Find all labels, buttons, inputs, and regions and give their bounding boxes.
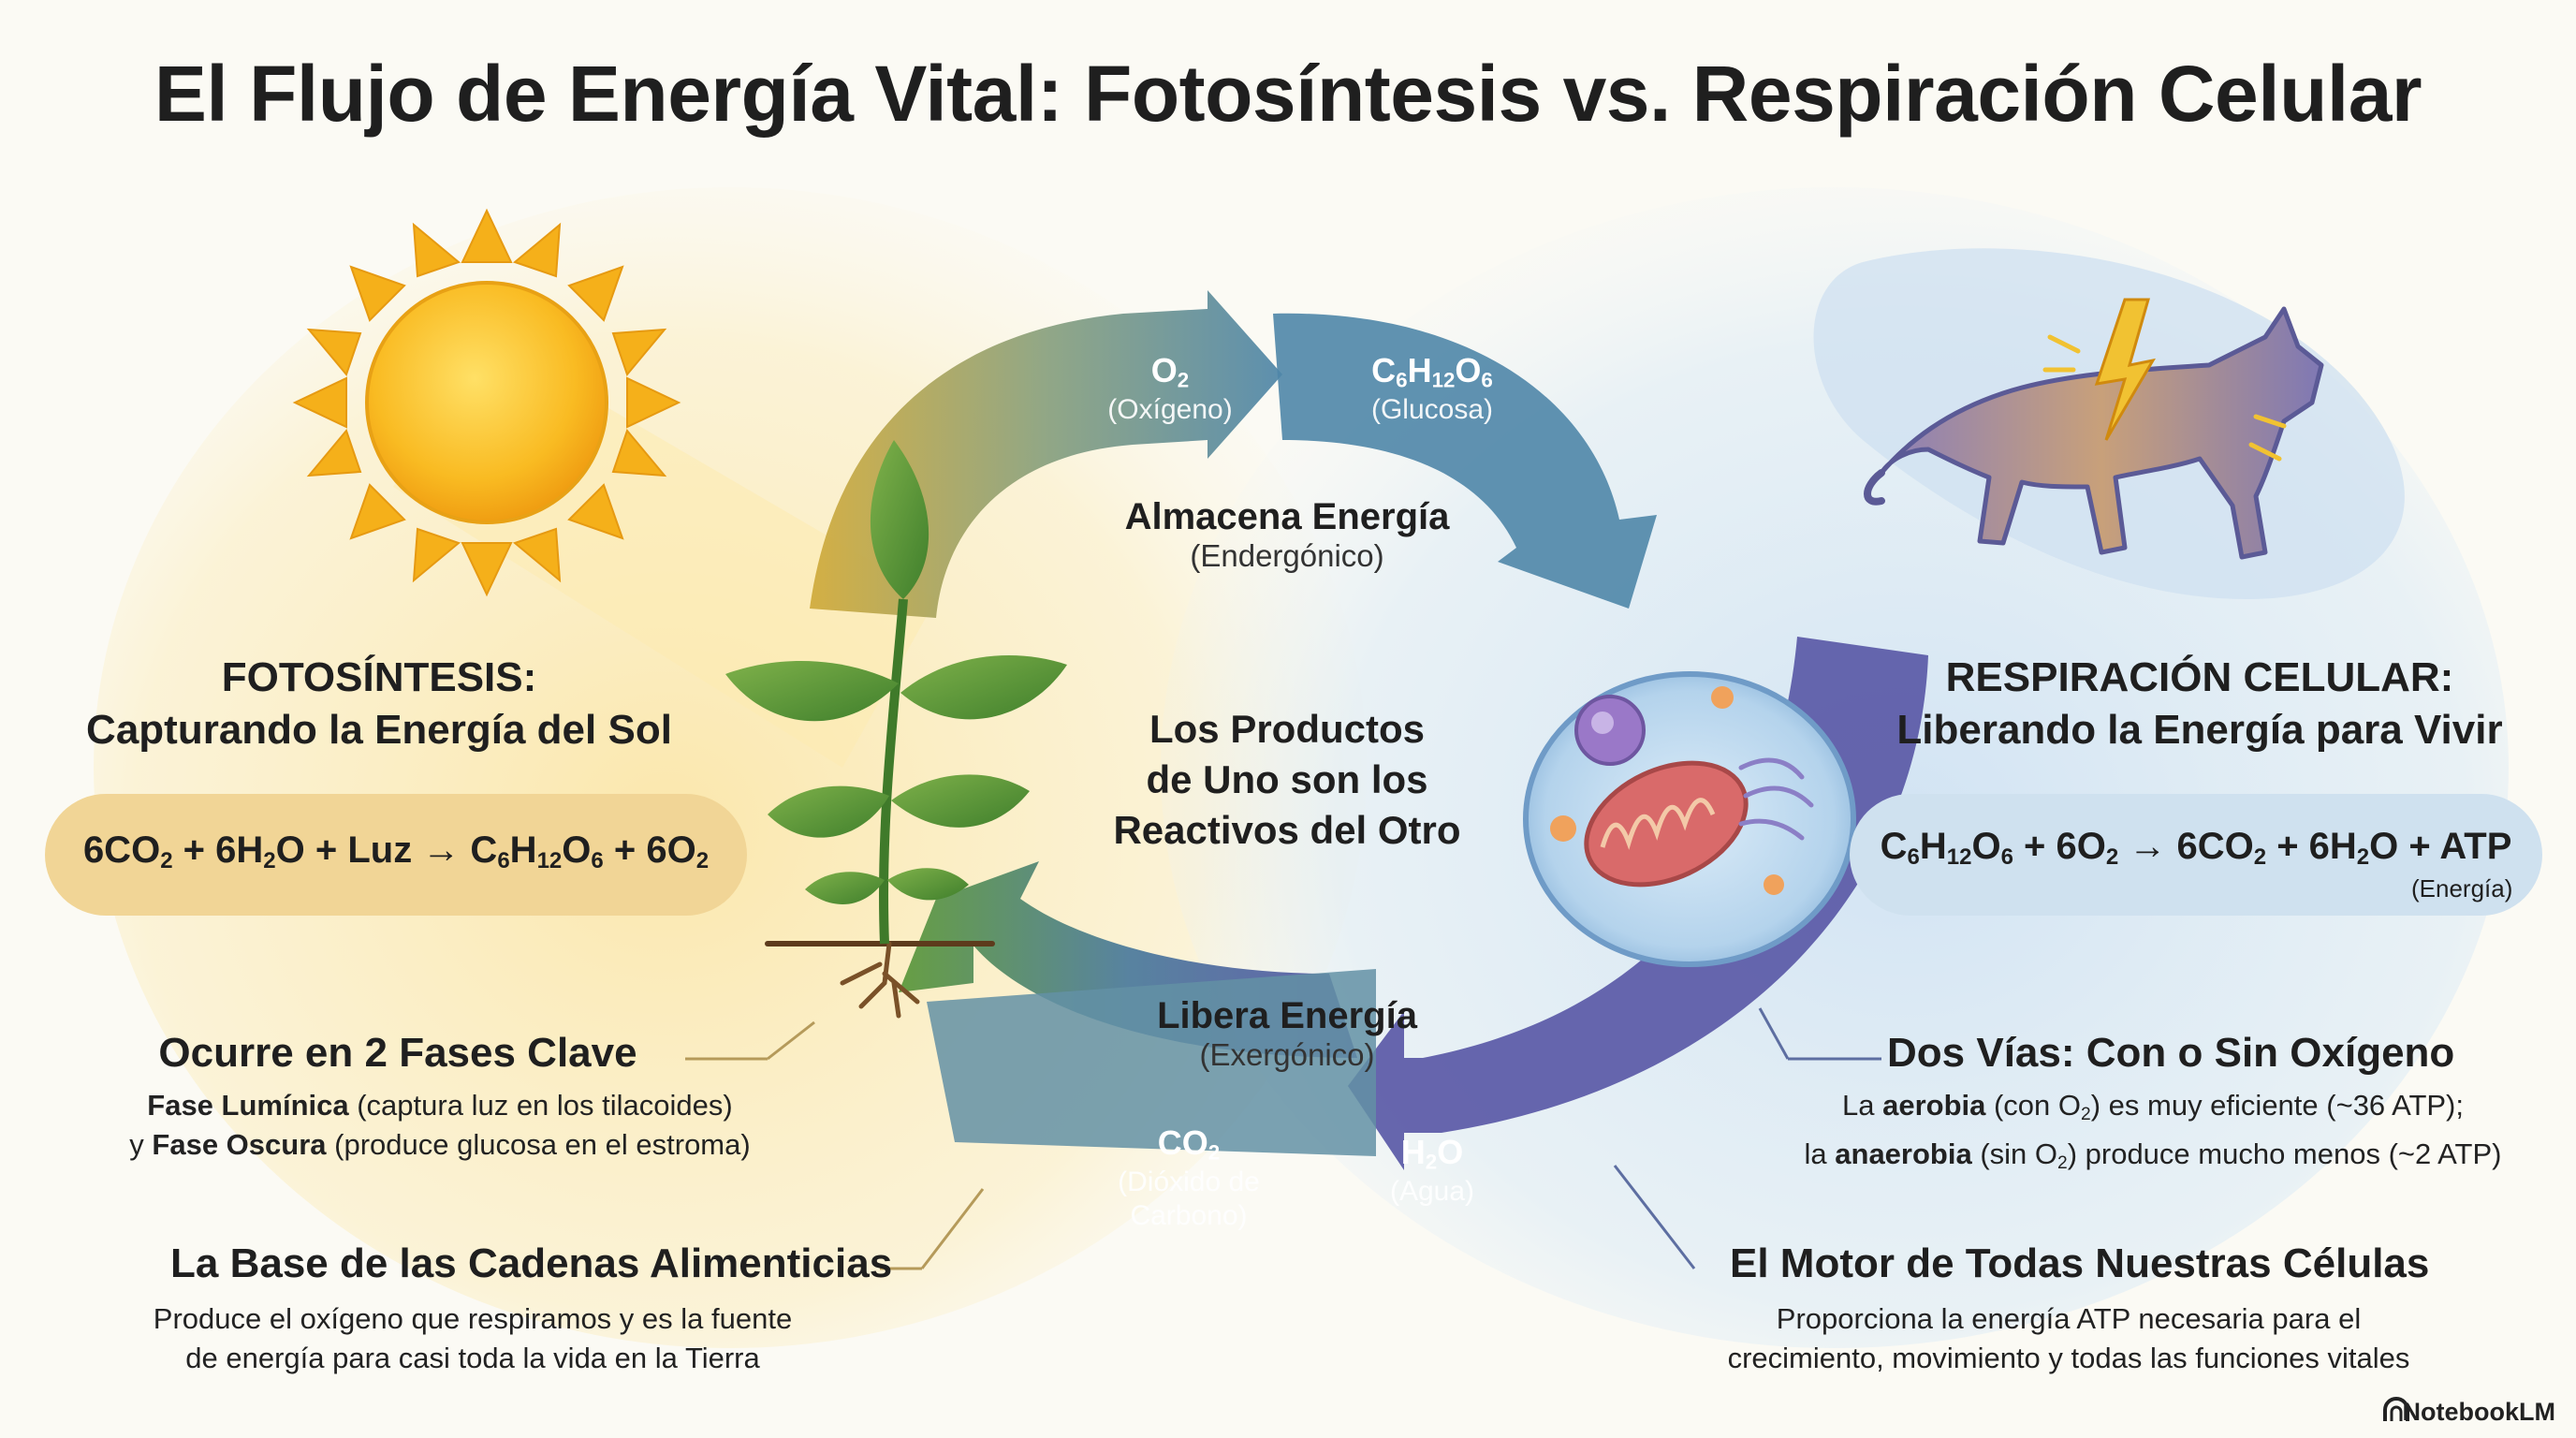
- respiration-heading: RESPIRACIÓN CELULAR: Liberando la Energí…: [1844, 652, 2555, 756]
- release-energy-sub: (Exergónico): [1199, 1037, 1375, 1072]
- release-energy-label: Libera Energía (Exergónico): [1076, 995, 1498, 1073]
- mitochondria-icon: [1584, 760, 1749, 888]
- feature-two-ways-heading: Dos Vías: Con o Sin Oxígeno: [1887, 1030, 2455, 1076]
- respiration-heading-line1: RESPIRACIÓN CELULAR:: [1945, 654, 2454, 700]
- right-equation-pill: [1850, 794, 2542, 916]
- lightning-icon: [2094, 298, 2156, 441]
- respiration-equation: C6H12O6 + 6O2 → 6CO2 + 6H2O + ATP: [1880, 826, 2512, 870]
- cell-icon: [1523, 671, 1856, 967]
- feature-food-chain: La Base de las Cadenas Alimenticias: [170, 1240, 892, 1287]
- cycle-center-line2: de Uno son los: [1146, 757, 1428, 801]
- cycle-center-text: Los Productos de Uno son los Reactivos d…: [1058, 704, 1516, 856]
- left-equation-pill: [45, 794, 747, 916]
- store-energy-label: Almacena Energía (Endergónico): [1076, 496, 1498, 574]
- feature-motor-heading: El Motor de Todas Nuestras Células: [1730, 1240, 2430, 1286]
- sun-icon: [292, 208, 681, 597]
- photosynthesis-heading-line1: FOTOSÍNTESIS:: [221, 654, 537, 700]
- release-energy-title: Libera Energía: [1157, 995, 1417, 1036]
- cycle-center-line1: Los Productos: [1149, 707, 1426, 751]
- notebooklm-logo-icon: [2383, 1397, 2409, 1421]
- feature-motor: El Motor de Todas Nuestras Células: [1730, 1240, 2429, 1287]
- leader-line-motor: [1613, 1165, 1696, 1269]
- photosynthesis-equation: 6CO2 + 6H2O + Luz → C6H12O6 + 6O2: [82, 829, 710, 873]
- glucose-label: C6H12O6 (Glucosa): [1370, 351, 1494, 425]
- photosynthesis-heading: FOTOSÍNTESIS: Capturando la Energía del …: [37, 652, 721, 756]
- oxygen-label: O2 (Oxígeno): [1107, 351, 1233, 425]
- photosynthesis-heading-line2: Capturando la Energía del Sol: [86, 707, 672, 753]
- plant-icon: [725, 440, 1067, 1019]
- brand-watermark: NotebookLM: [2367, 1398, 2555, 1427]
- respiration-heading-line2: Liberando la Energía para Vivir: [1896, 707, 2503, 753]
- feature-motor-text: Proporciona la energía ATP necesaria par…: [1727, 1302, 2410, 1374]
- cycle-center-line3: Reactivos del Otro: [1113, 808, 1461, 852]
- feature-two-phases: Ocurre en 2 Fases Clave: [94, 1030, 861, 1077]
- feature-food-chain-heading: La Base de las Cadenas Alimenticias: [170, 1240, 893, 1286]
- feature-two-ways: Dos Vías: Con o Sin Oxígeno: [1887, 1030, 2454, 1077]
- store-energy-title: Almacena Energía: [1124, 496, 1450, 537]
- respiration-equation-note: (Energía): [2411, 874, 2513, 902]
- feature-food-chain-text: Produce el oxígeno que respiramos y es l…: [153, 1302, 793, 1374]
- feature-two-phases-text: Fase Lumínica (captura luz en los tilaco…: [129, 1089, 751, 1161]
- store-energy-sub: (Endergónico): [1190, 538, 1384, 573]
- leader-line-two-ways: [1758, 1007, 1790, 1060]
- water-label: H2O (Agua): [1389, 1133, 1475, 1207]
- co2-label: CO2 (Dióxido de Carbono): [1118, 1123, 1260, 1231]
- brand-name: NotebookLM: [2402, 1398, 2555, 1426]
- feature-two-ways-text: La aerobia (con O2) es muy eficiente (~3…: [1804, 1089, 2502, 1173]
- feature-two-phases-heading: Ocurre en 2 Fases Clave: [158, 1030, 637, 1076]
- page-title: El Flujo de Energía Vital: Fotosíntesis …: [154, 50, 2422, 138]
- cat-icon: [1864, 306, 2324, 560]
